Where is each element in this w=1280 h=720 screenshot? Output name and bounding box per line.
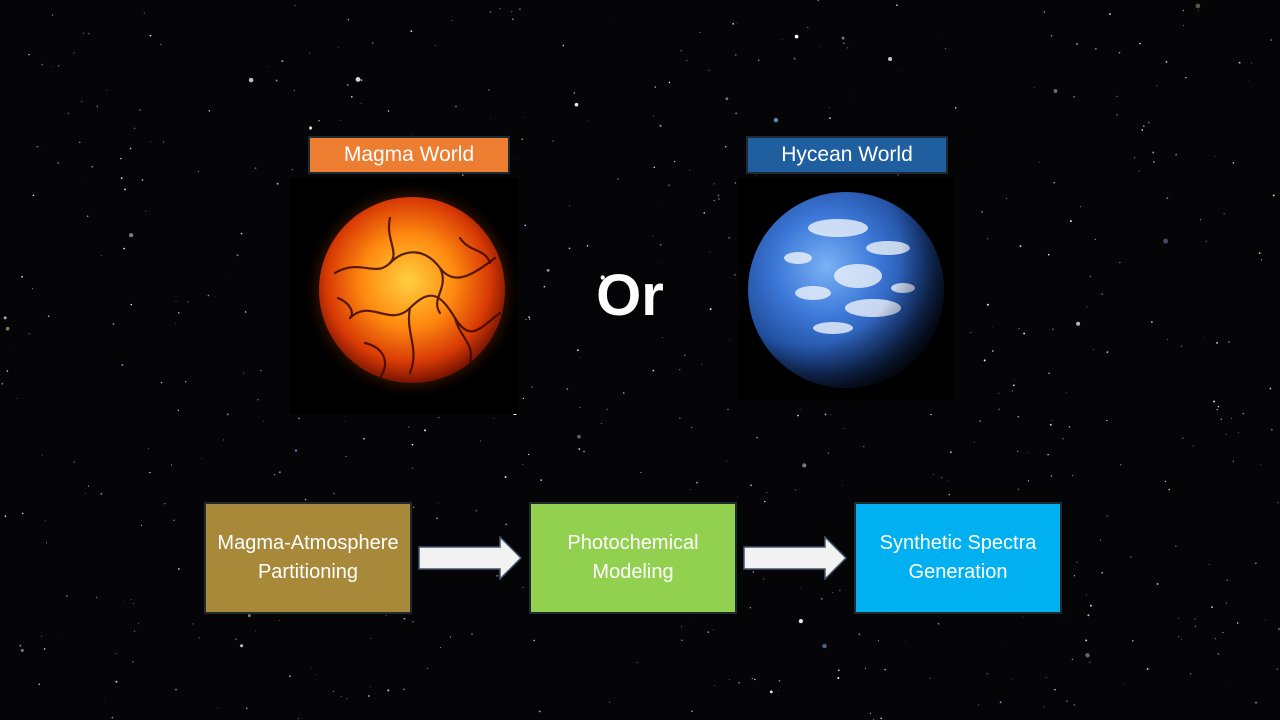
step-synthetic-spectra-generation: Synthetic Spectra Generation [854, 502, 1062, 614]
magma-world-label: Magma World [308, 136, 510, 174]
or-separator: Or [596, 263, 664, 328]
step-magma-atmosphere-partitioning: Magma-Atmosphere Partitioning [204, 502, 412, 614]
right-arrow-icon [743, 536, 847, 580]
hycean-world-label: Hycean World [746, 136, 948, 174]
right-arrow-icon [418, 536, 522, 580]
hycean-planet-image [738, 178, 954, 400]
step-photochemical-modeling: Photochemical Modeling [529, 502, 737, 614]
magma-planet-icon [302, 180, 518, 400]
magma-planet-image [290, 178, 518, 414]
hycean-planet-icon [748, 192, 944, 388]
